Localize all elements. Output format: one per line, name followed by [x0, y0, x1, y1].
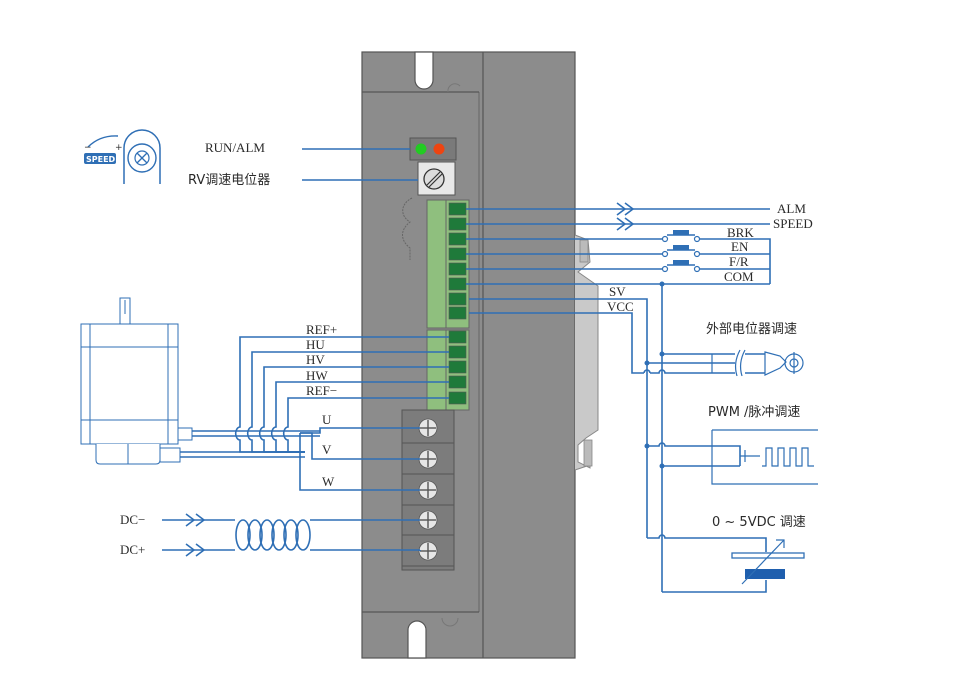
control-pin[interactable] [448, 217, 467, 231]
phase-label: V [322, 442, 332, 457]
rv-pot-label: RV调速电位器 [188, 173, 270, 188]
adjustable-voltage-icon [731, 539, 805, 585]
alm-label: ALM [777, 201, 806, 216]
speed-mode-wiring [469, 281, 818, 593]
control-pin[interactable] [448, 232, 467, 246]
control-pin[interactable] [448, 292, 467, 306]
external-potentiometer-icon [711, 349, 804, 377]
hall-terminal-block [426, 329, 470, 411]
speed-potentiometer-icon: − + SPEED [84, 129, 161, 184]
control-terminal-block [426, 199, 470, 329]
brk-label: BRK [727, 225, 754, 240]
hall-label: HU [306, 337, 325, 352]
run-alm-label: RUN/ALM [205, 140, 265, 155]
control-pin[interactable] [448, 277, 467, 291]
vcc-label: VCC [607, 299, 634, 314]
hall-label: REF− [306, 383, 337, 398]
pwm-label: PWM /脉冲调速 [708, 405, 800, 420]
rv-potentiometer[interactable] [417, 161, 456, 196]
svg-text:+: + [115, 143, 123, 153]
phase-wiring [299, 427, 420, 491]
svg-text:−: − [84, 143, 92, 153]
motor-cable [180, 430, 320, 458]
control-wiring [466, 202, 771, 285]
mounting-slot-top [414, 51, 434, 90]
hall-pin[interactable] [448, 375, 467, 389]
com-label: COM [724, 269, 754, 284]
phase-label: W [322, 474, 335, 489]
hall-pin[interactable] [448, 330, 467, 344]
wire-phase [300, 432, 420, 460]
bldc-motor-icon [80, 297, 193, 465]
wire-hall [258, 366, 449, 453]
hall-pin[interactable] [448, 360, 467, 374]
wire-hall [270, 381, 449, 453]
twisted-pair-coil-icon [218, 519, 311, 551]
wire-hall [234, 336, 449, 453]
fr-label: F/R [729, 254, 749, 269]
wire-phase [299, 433, 420, 491]
run-led-icon [415, 143, 427, 155]
phase-label: U [322, 412, 332, 427]
pot-knob-icon [423, 168, 445, 190]
din-rail-clip [574, 234, 599, 471]
hall-label: REF+ [306, 322, 337, 337]
mounting-slot-bottom [407, 620, 427, 659]
hall-pin[interactable] [448, 391, 467, 405]
switch-brk[interactable] [661, 230, 701, 243]
wire-hall [282, 397, 449, 453]
external-pot-label: 外部电位器调速 [706, 322, 797, 337]
control-pin[interactable] [448, 262, 467, 276]
switch-en[interactable] [661, 245, 701, 258]
svg-text:SPEED: SPEED [86, 155, 116, 164]
power-label: DC+ [120, 542, 145, 557]
hall-pin[interactable] [448, 345, 467, 359]
pwm-pulse-icon [740, 447, 814, 467]
sv-label: SV [609, 284, 626, 299]
driver-unit [361, 51, 599, 659]
en-label: EN [731, 239, 749, 254]
control-pin[interactable] [448, 247, 467, 261]
alm-led-icon [433, 143, 445, 155]
hall-label: HV [306, 352, 325, 367]
hall-label: HW [306, 368, 328, 383]
control-pin[interactable] [448, 306, 467, 320]
control-pin[interactable] [448, 202, 467, 216]
switch-fr[interactable] [661, 260, 701, 273]
power-label: DC− [120, 512, 145, 527]
wire-hall [246, 351, 449, 453]
hall-wiring [234, 336, 449, 453]
speed-label: SPEED [773, 216, 813, 231]
power-wiring [162, 513, 421, 557]
led-panel [409, 137, 457, 161]
voltage-label: 0 ~ 5VDC 调速 [712, 515, 806, 530]
